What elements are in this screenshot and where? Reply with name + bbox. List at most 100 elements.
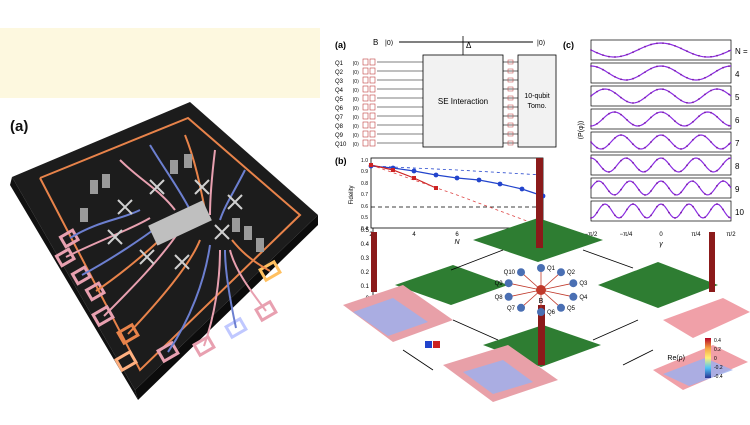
panel-c-label: (c) bbox=[563, 40, 574, 50]
chip-edge-left bbox=[10, 177, 138, 400]
qubit-label: Q9 bbox=[335, 133, 344, 139]
green-plane-left bbox=[395, 265, 508, 305]
fidelity-yticks: 0.4 0.5 0.6 0.7 0.8 0.9 1.0 bbox=[361, 158, 368, 232]
ring-qubit bbox=[537, 264, 545, 272]
ring-bus-label: B bbox=[539, 298, 544, 305]
blank-cream-panel bbox=[0, 28, 320, 98]
oscillation-curve bbox=[590, 157, 732, 173]
qubit-label: Q4 bbox=[335, 88, 344, 94]
ring-qubit bbox=[556, 303, 565, 312]
chip-panel-label: (a) bbox=[10, 118, 29, 135]
fidelity-red-markers bbox=[369, 163, 438, 190]
svg-text:-0.4: -0.4 bbox=[714, 374, 723, 380]
n-label: 6 bbox=[735, 116, 740, 125]
qubit-crosses bbox=[107, 179, 243, 270]
bus-label: B bbox=[373, 38, 378, 47]
fidelity-ylabel: Fidelity bbox=[349, 185, 355, 204]
qubit-ket: |0⟩ bbox=[353, 115, 359, 121]
pillar-right bbox=[709, 232, 715, 292]
svg-text:0: 0 bbox=[659, 232, 663, 238]
svg-text:0.6: 0.6 bbox=[361, 204, 368, 210]
svg-text:0.2: 0.2 bbox=[361, 270, 370, 276]
ring-qubit bbox=[517, 268, 526, 277]
ring-qubit-label: Q6 bbox=[547, 310, 556, 316]
n-label: 4 bbox=[735, 70, 740, 79]
svg-text:0.4: 0.4 bbox=[361, 226, 368, 232]
qubit-labels: Q1|0⟩Q2|0⟩Q3|0⟩Q4|0⟩Q5|0⟩Q6|0⟩Q7|0⟩Q8|0⟩… bbox=[335, 61, 359, 148]
green-plane-right bbox=[598, 262, 718, 308]
connector-arrows bbox=[402, 249, 654, 371]
colorbar bbox=[705, 338, 711, 378]
svg-text:0.5: 0.5 bbox=[361, 215, 368, 221]
panel-a-label: (a) bbox=[335, 40, 346, 50]
ring-qubit-label: Q3 bbox=[579, 281, 588, 287]
qubit-label: Q10 bbox=[335, 142, 347, 148]
colorbar-label: Re(ρ) bbox=[667, 355, 685, 362]
pillar-bottom bbox=[538, 305, 545, 365]
svg-text:0.2: 0.2 bbox=[714, 347, 721, 353]
n-label: 8 bbox=[735, 162, 740, 171]
pillar-left bbox=[371, 232, 377, 292]
ring-qubit bbox=[517, 303, 526, 312]
svg-text:0.3: 0.3 bbox=[361, 256, 370, 262]
svg-text:0.9: 0.9 bbox=[361, 169, 368, 175]
bus-resonator bbox=[148, 200, 212, 246]
chip-body bbox=[12, 102, 318, 390]
oscillation-panel bbox=[590, 200, 732, 222]
qubit-ket: |0⟩ bbox=[353, 70, 359, 76]
svg-text:0.4: 0.4 bbox=[361, 242, 370, 248]
ring-qubit-label: Q5 bbox=[567, 306, 576, 312]
ring-qubit-label: Q10 bbox=[504, 270, 516, 276]
ring-qubit-label: Q1 bbox=[547, 266, 556, 272]
colorbar-ticks: 0.4 0.2 0 -0.2 -0.4 bbox=[714, 338, 723, 380]
oscillation-xticks: −π/2 −π/4 0 π/4 π/2 bbox=[585, 232, 737, 238]
chip-drawing bbox=[10, 102, 318, 400]
oscillation-ylabel: ⟨P(φ)⟩ bbox=[577, 120, 585, 140]
qubit-ket: |0⟩ bbox=[353, 142, 359, 148]
qubit-label: Q3 bbox=[335, 79, 344, 85]
density-yticks: 0.5 0.4 0.3 0.2 0.1 0 bbox=[361, 228, 370, 302]
ring-qubit-label: Q9 bbox=[495, 281, 504, 287]
svg-text:0.4: 0.4 bbox=[714, 338, 721, 344]
chip-resonator-blocks bbox=[80, 154, 264, 252]
tomo-line-2: Tomo. bbox=[527, 103, 546, 110]
panel-b-label: (b) bbox=[335, 156, 347, 166]
heatmap-right bbox=[663, 298, 750, 338]
qubit-ket: |0⟩ bbox=[353, 88, 359, 94]
oscillation-panel bbox=[590, 108, 732, 130]
composite-figure: (a) B |0⟩ |0⟩ Δ Q1 |0⟩ Q2 |0⟩ Q3 |0⟩ Q4 |0⟩ Q5 |0… bbox=[333, 0, 750, 420]
qubit-label: Q1 bbox=[335, 61, 344, 67]
qubit-label: Q5 bbox=[335, 97, 344, 103]
oscillation-xlabel: γ bbox=[659, 241, 663, 248]
pillar-top bbox=[536, 158, 543, 248]
qubit-label: Q2 bbox=[335, 70, 344, 76]
svg-text:1.0: 1.0 bbox=[361, 158, 368, 164]
svg-text:−π/2: −π/2 bbox=[585, 232, 598, 238]
bus-ket-in: |0⟩ bbox=[385, 39, 394, 47]
qubit-ket: |0⟩ bbox=[353, 61, 359, 67]
tomo-box bbox=[517, 54, 557, 148]
qubit-ket: |0⟩ bbox=[353, 106, 359, 112]
oscillation-curve bbox=[590, 134, 732, 150]
svg-text:π/4: π/4 bbox=[691, 232, 701, 238]
svg-text:4: 4 bbox=[412, 232, 416, 238]
qubit-label: Q7 bbox=[335, 115, 344, 121]
svg-text:0.5: 0.5 bbox=[361, 228, 370, 234]
ring-qubit bbox=[504, 279, 513, 288]
ring-qubit-label: Q2 bbox=[567, 270, 576, 276]
delta-label: Δ bbox=[466, 41, 472, 50]
panel-a-circuit: (a) B |0⟩ |0⟩ Δ Q1 |0⟩ Q2 |0⟩ Q3 |0⟩ Q4 |0⟩ Q5 |0… bbox=[335, 36, 557, 148]
ring-qubit bbox=[537, 308, 545, 316]
se-interaction-text: SE Interaction bbox=[438, 97, 488, 106]
svg-text:-0.2: -0.2 bbox=[714, 365, 723, 371]
svg-text:−π/4: −π/4 bbox=[620, 232, 633, 238]
chip-figure: (a) bbox=[0, 100, 325, 400]
qubit-ket: |0⟩ bbox=[353, 133, 359, 139]
ring-qubit bbox=[569, 279, 578, 288]
oscillation-panel bbox=[590, 62, 732, 84]
fidelity-red-line bbox=[370, 164, 437, 189]
fidelity-xlabel: N bbox=[454, 239, 460, 246]
marker-blue bbox=[425, 341, 432, 348]
ring-qubit-label: Q7 bbox=[507, 306, 516, 312]
svg-text:0.7: 0.7 bbox=[361, 192, 368, 198]
